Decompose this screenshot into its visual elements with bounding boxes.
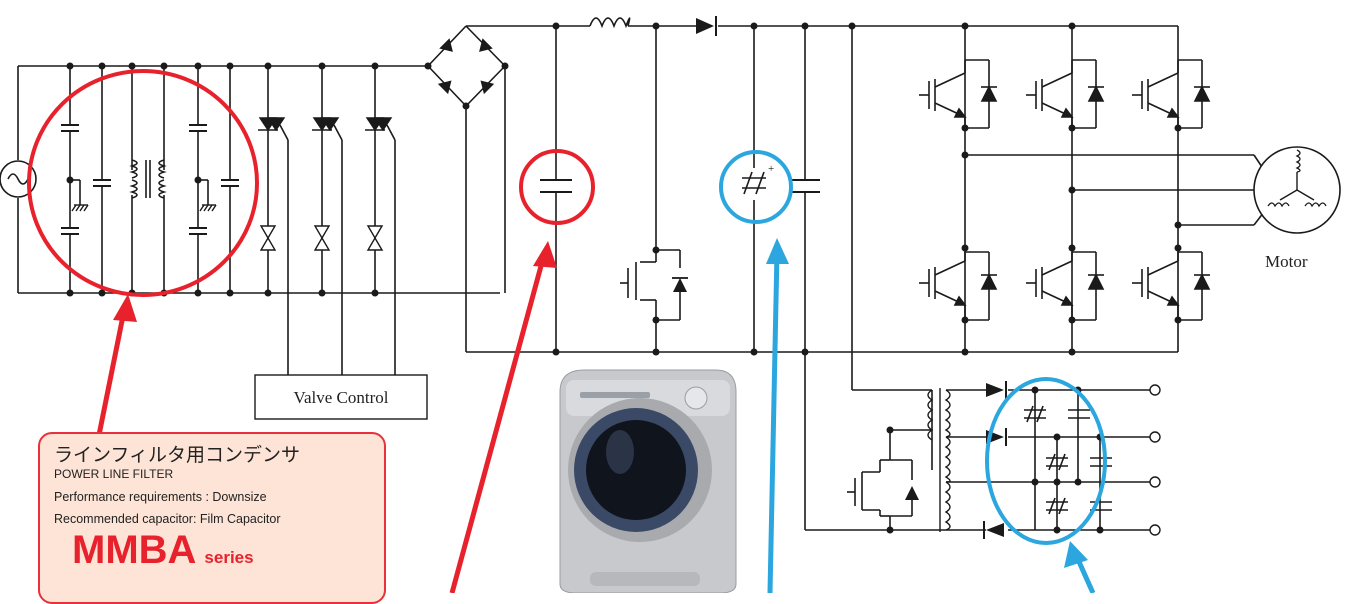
filter-capacitors-icon [61,124,239,235]
aux-cap-highlight [985,377,1107,545]
pfc-inductor-icon [589,17,631,29]
igbt-emitter-arrow-icon [1166,107,1180,118]
igbt-emitter-arrow-icon [953,295,967,306]
freewheel-diode-icon [980,85,998,102]
freewheel-diode-icon [980,273,998,290]
callout-title-en: POWER LINE FILTER [54,467,174,481]
bridge-diode-icons [437,38,495,95]
ground-icon [71,204,217,212]
pointer-arrows [95,238,1096,595]
dc-cap-highlight [519,149,595,225]
valve-switch-icons [259,225,384,251]
series-name: MMBA [72,528,197,572]
freewheel-diode-icon [1087,85,1105,102]
motor-label: Motor [1265,252,1308,271]
choke-icon [129,159,167,199]
electrolytic-highlight [719,150,793,224]
callout-requirement: Performance requirements : Downsize [54,490,267,504]
pfc-diode-icon [696,16,717,36]
triac-icons [258,117,393,132]
valve-control-label: Valve Control [294,388,389,407]
freewheel-diode-icon [1087,273,1105,290]
line-filter-callout: ラインフィルタ用コンデンサ POWER LINE FILTER Performa… [38,432,386,604]
callout-recommended: Recommended capacitor: Film Capacitor [54,512,281,526]
line-filter-highlight [27,69,259,297]
igbt-emitter-arrow-icon [1060,107,1074,118]
highlights [27,69,1107,545]
ac-source-icon [0,160,37,198]
series-suffix: series [204,548,254,567]
aux-mosfet-icon [847,459,913,517]
svg-text:+: + [768,163,774,175]
dc-capacitor-icon [540,179,820,193]
aux-diode-icons [905,381,1007,539]
output-terminals [1149,384,1161,536]
freewheel-diode-icon [1193,85,1211,102]
motor-icon [1253,146,1341,234]
callout-series: MMBA series [72,529,384,571]
aux-capacitor-icons [1024,405,1112,515]
pfc-body-diode-icon [672,277,688,292]
transformer-icon [927,388,951,532]
igbt-emitter-arrow-icon [953,107,967,118]
callout-title-jp: ラインフィルタ用コンデンサ [54,444,301,466]
junction-dots [66,22,1182,534]
freewheel-diode-icon [1193,273,1211,290]
igbt-emitter-arrow-icon [1060,295,1074,306]
igbt-emitter-arrow-icon [1166,295,1180,306]
washing-machine-image [559,369,737,594]
valve-control-box [254,374,428,420]
igbt-icons [919,59,1211,321]
electrolytic-cap-icon: + [742,163,774,195]
